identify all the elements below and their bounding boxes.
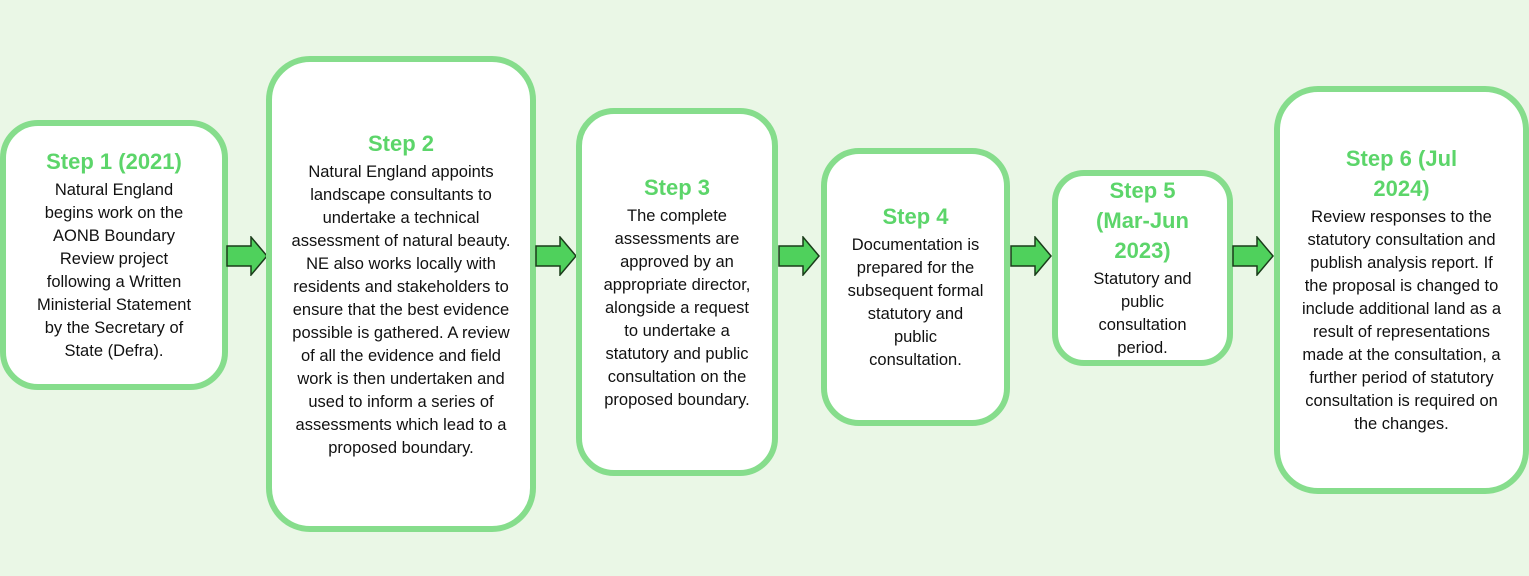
step-2-description: Natural England appoints landscape consu… xyxy=(291,162,511,457)
step-2-box: Step 2 Natural England appoints landscap… xyxy=(266,56,536,532)
step-6-description: Review responses to the statutory consul… xyxy=(1301,208,1502,433)
arrow-right-icon xyxy=(1010,236,1052,276)
step-4-title: Step 4 xyxy=(882,204,949,229)
step-1-description: Natural England begins work on the AONB … xyxy=(36,181,192,360)
step-1-box: Step 1 (2021) Natural England begins wor… xyxy=(0,120,228,390)
arrow-right-icon xyxy=(535,236,577,276)
step-4-description: Documentation is prepared for the subseq… xyxy=(847,236,984,369)
step-4-box: Step 4 Documentation is prepared for the… xyxy=(821,148,1010,426)
step-6-title: Step 6 (Jul 2024) xyxy=(1345,146,1458,201)
step-1-title: Step 1 (2021) xyxy=(46,149,182,174)
step-3-box: Step 3 The complete assessments are appr… xyxy=(576,108,778,476)
arrow-right-icon xyxy=(226,236,268,276)
step-3-description: The complete assessments are approved by… xyxy=(603,206,751,409)
arrow-right-icon xyxy=(778,236,820,276)
step-2-title: Step 2 xyxy=(367,130,435,156)
step-5-box: Step 5 (Mar-Jun 2023) Statutory and publ… xyxy=(1052,170,1233,366)
step-6-box: Step 6 (Jul 2024) Review responses to th… xyxy=(1274,86,1529,494)
step-5-description: Statutory and public consultation period… xyxy=(1093,270,1192,357)
step-3-title: Step 3 xyxy=(643,174,711,200)
step-5-title: Step 5 (Mar-Jun 2023) xyxy=(1096,178,1189,263)
arrow-right-icon xyxy=(1232,236,1274,276)
